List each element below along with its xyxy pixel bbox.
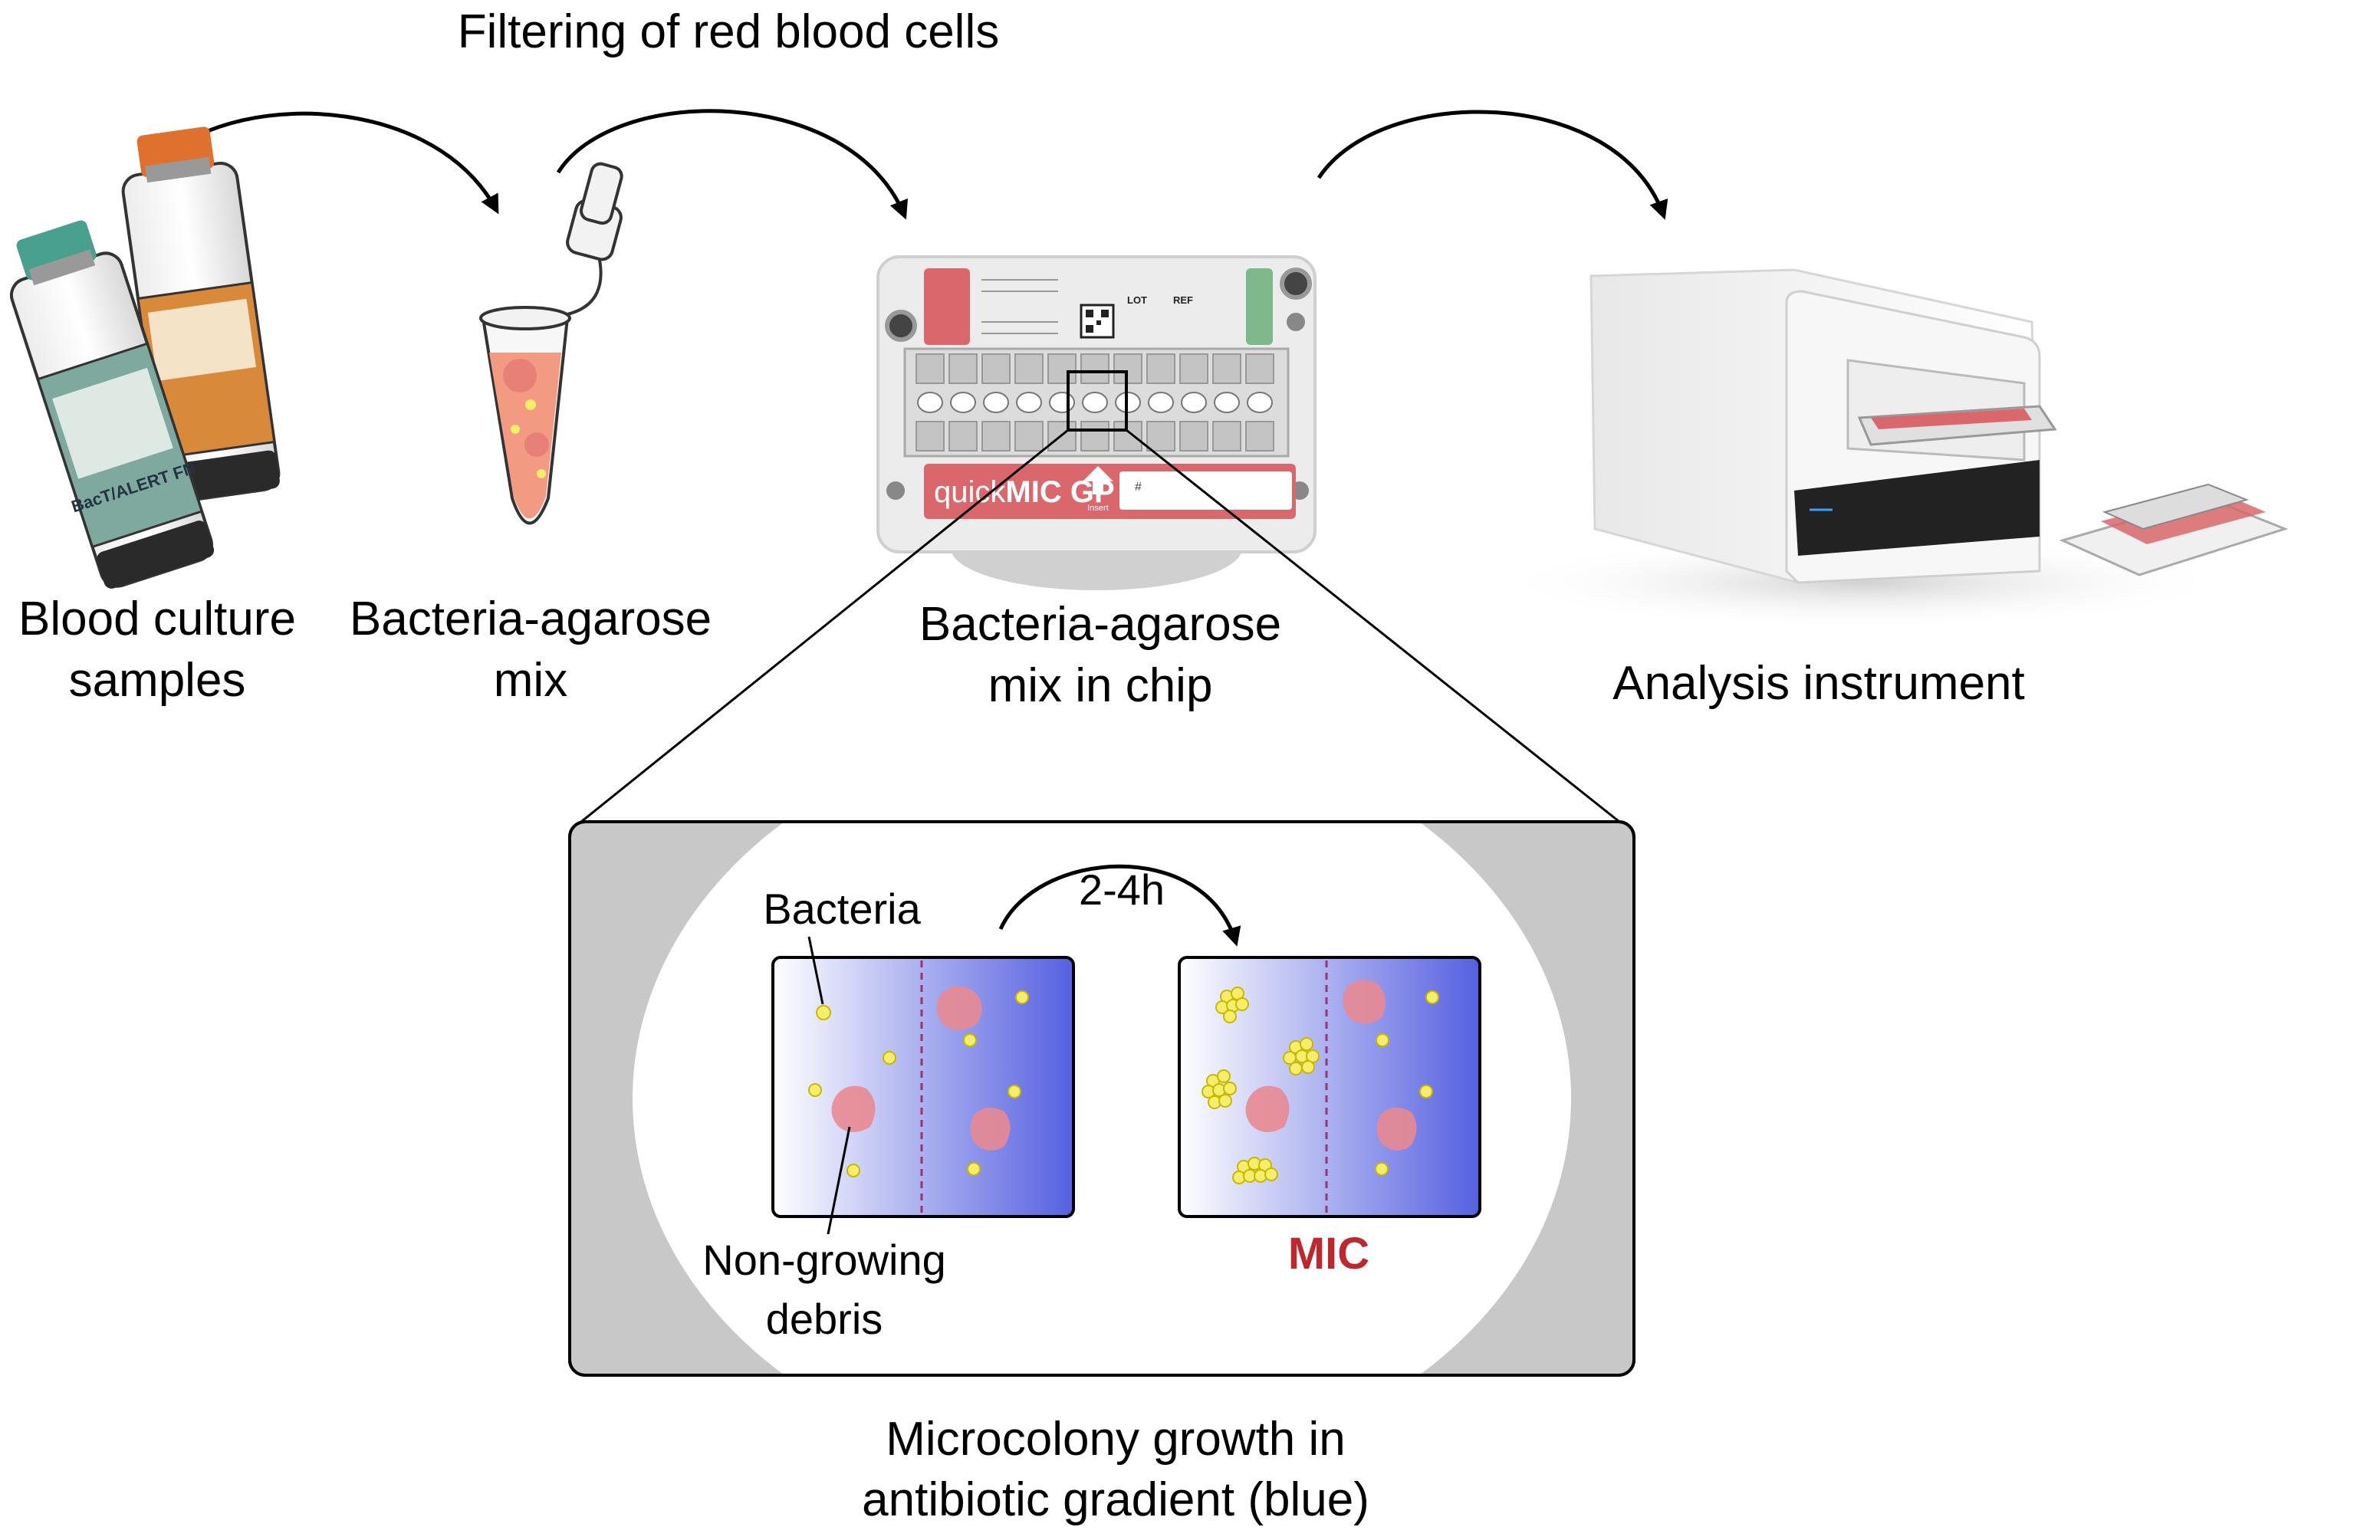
chip-well-port	[917, 392, 943, 413]
blood-culture-bottles: BacT/ALERT FN	[9, 126, 281, 589]
debris-particle	[1343, 980, 1386, 1024]
debris-particle	[831, 1085, 876, 1133]
chip-well-port	[1247, 392, 1273, 413]
mix-label-line1: Bacteria-agarose	[350, 593, 712, 645]
blood-culture-label-line1: Blood culture	[18, 593, 296, 645]
chip-well	[1014, 421, 1044, 451]
eppendorf-tube-icon	[479, 162, 623, 525]
bacterium	[808, 1083, 822, 1097]
debris-particle	[970, 1108, 1011, 1151]
chip-well	[981, 353, 1011, 384]
debris-particle	[936, 986, 982, 1030]
chip-well-port	[1049, 392, 1075, 413]
insert-arrow-icon	[1083, 466, 1113, 494]
chip-product-name-light: quick	[934, 475, 1006, 509]
arrow-chip-to-instrument	[1317, 110, 1668, 220]
chip-well-port	[1181, 392, 1207, 413]
blood-culture-label-line2: samples	[69, 654, 246, 707]
chip-port-left-icon	[885, 310, 917, 342]
chip-well	[1179, 353, 1208, 384]
bacteria-label: Bacteria	[763, 885, 921, 933]
chip-well-slots	[916, 353, 1274, 451]
chip-well	[1146, 421, 1175, 451]
chip-well-port	[1148, 392, 1174, 413]
bacterium	[816, 1005, 831, 1020]
bacterium	[846, 1164, 860, 1177]
panel-after-growth	[1178, 956, 1481, 1218]
caption-line1: Microcolony growth in	[886, 1413, 1346, 1466]
bacterium	[963, 1033, 977, 1047]
chip-well	[1080, 353, 1109, 384]
chip-well	[1047, 353, 1077, 384]
chip-well	[1146, 353, 1175, 384]
chip-well-port	[1016, 392, 1042, 413]
instrument-label: Analysis instrument	[1612, 657, 2025, 710]
chip-well	[916, 353, 945, 384]
chip-well-port	[983, 392, 1009, 413]
bacterium	[883, 1051, 896, 1065]
arrow-mix-to-chip	[556, 109, 909, 220]
mix-label-line2: mix	[494, 654, 567, 707]
diagram-title: Filtering of red blood cells	[458, 5, 999, 58]
chip-well	[948, 421, 978, 451]
chip-well	[1212, 353, 1241, 384]
mic-label: MIC	[1288, 1229, 1369, 1279]
bacterium	[1015, 990, 1029, 1004]
chip-lot-label: LOT	[1127, 294, 1147, 306]
caption-line2: antibiotic gradient (blue)	[862, 1473, 1369, 1526]
chip-well	[1245, 421, 1274, 451]
chip-well	[981, 421, 1011, 451]
zoom-line-left	[580, 429, 1069, 823]
arrow-growth-time	[998, 864, 1241, 947]
zoom-line-right	[1126, 429, 1620, 823]
bacterium	[967, 1162, 981, 1176]
debris-particle	[1245, 1085, 1290, 1133]
chip-insert-label: Insert	[1087, 504, 1109, 513]
chip-label-line1: Bacteria-agarose	[919, 598, 1281, 651]
chip-port-right-icon	[1280, 268, 1312, 300]
chip-well	[1212, 421, 1241, 451]
chip-ref-label: REF	[1173, 294, 1193, 306]
debris-particle	[1376, 1108, 1417, 1151]
bacteria-callout-line	[807, 936, 824, 1005]
chip-well	[1080, 421, 1109, 451]
debris-label-line2: debris	[766, 1295, 883, 1343]
chip-well-port	[1214, 392, 1240, 413]
time-label: 2-4h	[1079, 865, 1165, 914]
chip-well-port	[950, 392, 976, 413]
debris-label-line1: Non-growing	[702, 1236, 946, 1284]
chip-well-port	[1082, 392, 1108, 413]
panel-before-growth	[771, 956, 1075, 1218]
chip-well	[1179, 421, 1208, 451]
debris-callout-line	[827, 1126, 851, 1235]
zoom-selection-box	[1067, 370, 1128, 432]
quickmic-chip: LOT REF quickMIC GP Insert #	[876, 255, 1317, 590]
chip-well	[1245, 353, 1274, 384]
chip-well	[948, 353, 978, 384]
chip-hash-label: #	[1135, 481, 1142, 494]
analysis-instrument	[1495, 268, 2289, 629]
chip-label-line2: mix in chip	[988, 659, 1213, 712]
bacterium	[1008, 1085, 1021, 1098]
chip-well	[1014, 353, 1044, 384]
chip-well	[916, 421, 945, 451]
